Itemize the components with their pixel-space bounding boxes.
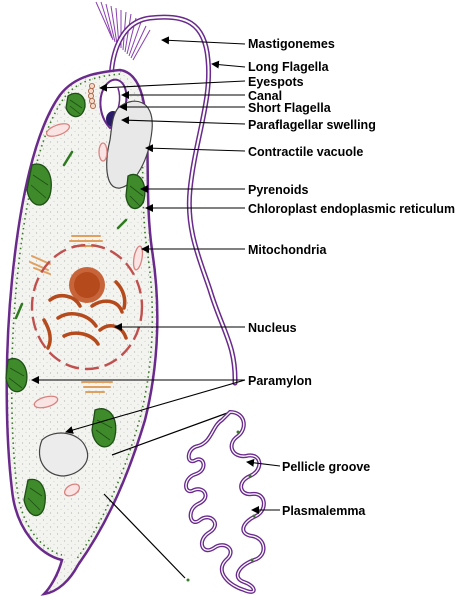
mitochondria — [33, 123, 144, 497]
label-long-flagella: Long Flagella — [248, 60, 330, 74]
paramylon — [38, 432, 89, 477]
arrow-long-flagella — [211, 60, 246, 69]
label-mastigonemes: Mastigonemes — [248, 37, 335, 51]
eyespots — [88, 83, 97, 110]
label-paraflagellar-swelling: Paraflagellar swelling — [248, 118, 376, 132]
label-short-flagella: Short Flagella — [248, 101, 332, 115]
label-pyrenoids: Pyrenoids — [248, 183, 308, 197]
label-mitochondria: Mitochondria — [248, 243, 328, 257]
chloroplasts — [5, 92, 146, 517]
label-plasmalemma: Plasmalemma — [282, 504, 366, 518]
arrow-contractile-vacuole — [145, 144, 246, 153]
nucleus — [30, 243, 144, 371]
arrow-mastigonemes — [161, 36, 246, 45]
label-nucleus: Nucleus — [248, 321, 297, 335]
leader-lines — [31, 36, 281, 514]
arrow-paraflagellar-swelling — [121, 116, 246, 125]
arrow-paramylon-2 — [65, 379, 246, 434]
label-contractile-vacuole: Contractile vacuole — [248, 145, 363, 159]
label-canal: Canal — [248, 89, 282, 103]
label-paramylon: Paramylon — [248, 374, 312, 388]
label-pellicle-groove: Pellicle groove — [282, 460, 370, 474]
arrow-eyespots — [99, 80, 246, 92]
pellicle-inset — [103, 409, 266, 594]
arrow-pellicle-groove — [246, 458, 281, 467]
contractile-vacuole — [106, 100, 153, 189]
label-eyespots: Eyespots — [248, 75, 304, 89]
label-chloroplast-er: Chloroplast endoplasmic reticulum — [248, 202, 455, 216]
